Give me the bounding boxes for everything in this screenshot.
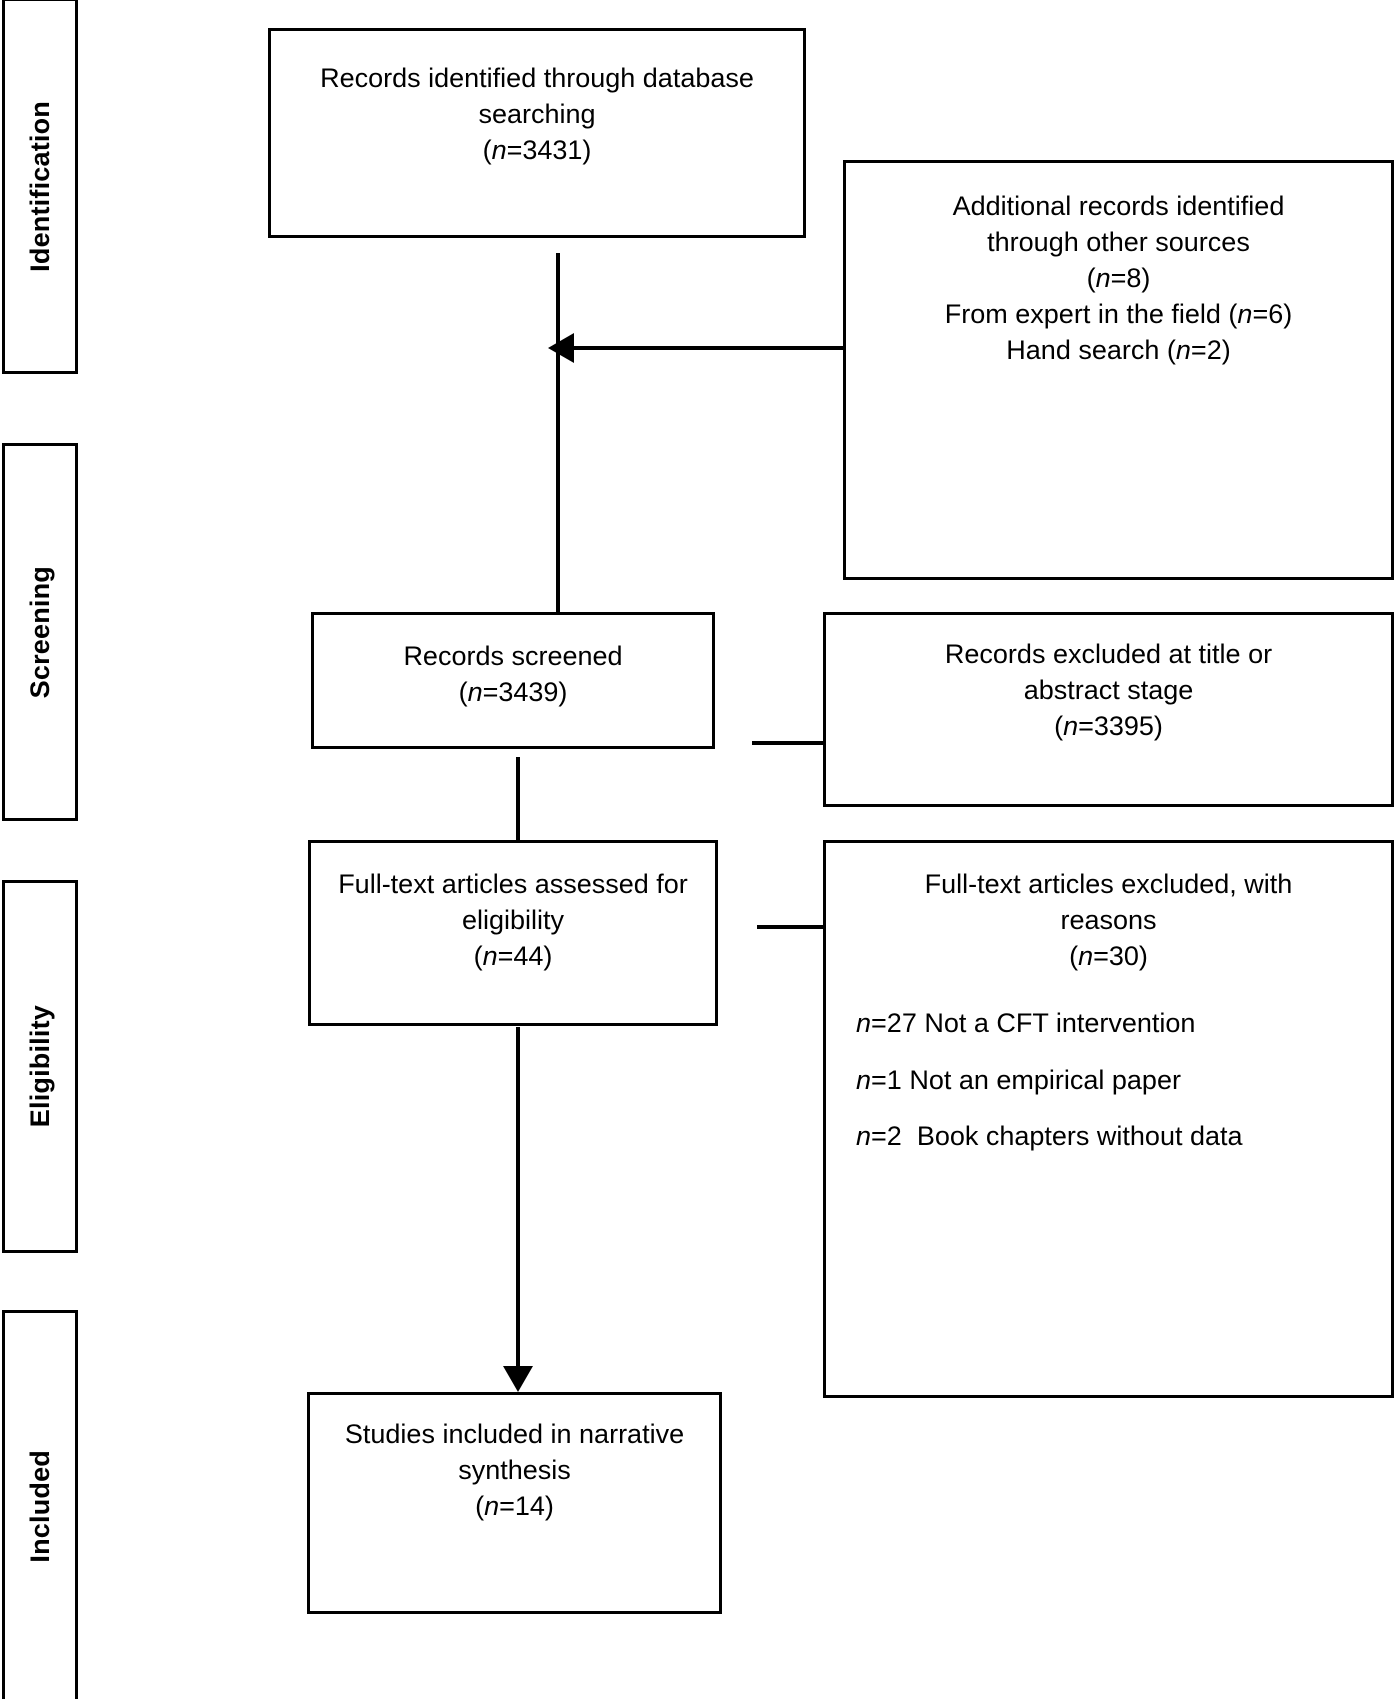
connector-eligibility-to-included — [516, 1027, 520, 1368]
connector-screened-to-excluded — [752, 741, 868, 745]
stage-box-identification: Identification — [2, 0, 78, 374]
arrowhead-to-studies-included — [503, 1366, 533, 1392]
connector-other-sources-to-spine — [568, 346, 906, 350]
stage-label-screening: Screening — [24, 565, 55, 699]
stage-box-eligibility: Eligibility — [2, 880, 78, 1253]
connector-screening-to-eligibility — [516, 757, 520, 886]
connector-identification-to-screening — [556, 253, 560, 633]
box-records-screened-text: Records screened(n=3439) — [403, 641, 623, 707]
box-records-screened: Records screened(n=3439) — [311, 612, 715, 749]
stage-box-included: Included — [2, 1310, 78, 1699]
stage-box-screening: Screening — [2, 443, 78, 821]
arrowhead-other-sources-merge — [548, 333, 574, 363]
stage-label-eligibility: Eligibility — [24, 1005, 55, 1128]
stage-label-included: Included — [24, 1449, 55, 1563]
stage-label-identification: Identification — [24, 100, 55, 272]
